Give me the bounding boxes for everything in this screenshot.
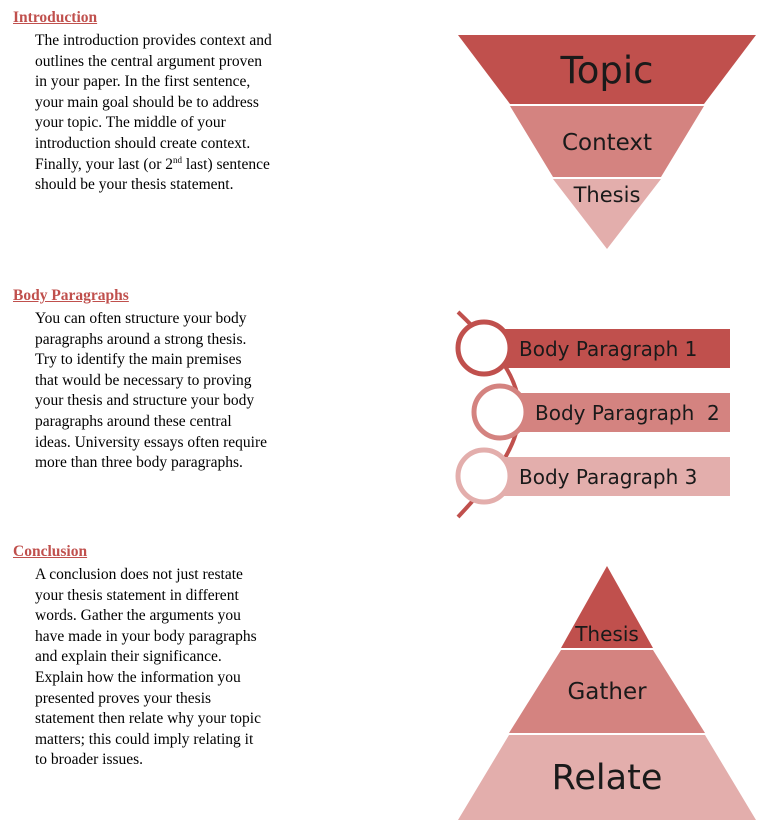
introduction-funnel: Topic Context Thesis bbox=[458, 35, 756, 249]
body-paragraphs-section: Body Paragraphs You can often structure … bbox=[13, 287, 343, 474]
body-paragraph-list: Body Paragraph 1 Body Paragraph 2 Body P… bbox=[455, 310, 730, 519]
funnel-context-layer bbox=[510, 106, 704, 177]
introduction-section: Introduction The introduction provides c… bbox=[13, 9, 343, 196]
introduction-line: your topic. The middle of your bbox=[35, 114, 226, 132]
introduction-line: in your paper. In the first sentence, bbox=[35, 73, 251, 91]
body-paragraphs-line: paragraphs around these central bbox=[35, 412, 232, 430]
ordinal-superscript: nd bbox=[173, 154, 183, 165]
body-paragraph-label-2: Body Paragraph 2 bbox=[535, 401, 720, 425]
body-paragraph-label-1: Body Paragraph 1 bbox=[519, 337, 697, 361]
body-paragraphs-text: You can often structure your body paragr… bbox=[35, 309, 343, 474]
conclusion-line: to broader issues. bbox=[35, 751, 144, 769]
pyramid-gather-label: Gather bbox=[567, 679, 647, 705]
conclusion-line: statement then relate why your topic bbox=[35, 710, 261, 728]
body-paragraphs-line: more than three body paragraphs. bbox=[35, 454, 243, 472]
introduction-line: should be your thesis statement. bbox=[35, 176, 234, 194]
conclusion-line: A conclusion does not just restate bbox=[35, 566, 243, 583]
conclusion-pyramid: Thesis Gather Relate bbox=[458, 566, 756, 820]
body-paragraph-label-3: Body Paragraph 3 bbox=[519, 465, 697, 489]
body-paragraphs-line: ideas. University essays often require bbox=[35, 433, 268, 451]
body-paragraph-bar-2 bbox=[503, 393, 730, 432]
pyramid-thesis-layer bbox=[561, 566, 653, 648]
pyramid-relate-layer bbox=[458, 735, 756, 820]
conclusion-line: your thesis statement in different bbox=[35, 586, 239, 604]
introduction-line: The introduction provides context and bbox=[35, 32, 272, 49]
pyramid-thesis-label: Thesis bbox=[574, 622, 639, 646]
conclusion-text: A conclusion does not just restate your … bbox=[35, 565, 343, 771]
funnel-topic-layer bbox=[458, 35, 756, 104]
body-paragraphs-line: your thesis and structure your body bbox=[35, 392, 255, 410]
conclusion-line: Explain how the information you bbox=[35, 668, 241, 686]
pyramid-relate-label: Relate bbox=[552, 758, 663, 798]
introduction-line: outlines the central argument proven bbox=[35, 52, 262, 70]
funnel-thesis-label: Thesis bbox=[573, 183, 641, 207]
funnel-context-label: Context bbox=[562, 130, 652, 156]
conclusion-line: matters; this could imply relating it bbox=[35, 730, 254, 748]
conclusion-heading: Conclusion bbox=[13, 543, 88, 560]
pyramid-gather-layer bbox=[509, 650, 705, 733]
body-paragraph-bullet-1 bbox=[455, 319, 513, 377]
introduction-line: Finally, your last (or 2nd last) sentenc… bbox=[35, 155, 343, 176]
funnel-thesis-layer bbox=[553, 179, 661, 249]
body-paragraph-bar-3 bbox=[486, 457, 730, 496]
body-paragraphs-line: Try to identify the main premises bbox=[35, 351, 242, 369]
body-paragraphs-heading: Body Paragraphs bbox=[13, 287, 129, 304]
introduction-heading: Introduction bbox=[13, 9, 98, 26]
body-paragraph-bullet-3 bbox=[455, 447, 513, 505]
conclusion-line: words. Gather the arguments you bbox=[35, 607, 241, 625]
body-paragraph-bullet-2 bbox=[471, 383, 529, 441]
introduction-line: introduction should create context. bbox=[35, 134, 251, 152]
introduction-line-part: last) sentence bbox=[182, 155, 270, 173]
body-paragraph-bar-1 bbox=[486, 329, 730, 368]
funnel-topic-label: Topic bbox=[559, 49, 653, 92]
introduction-line: your main goal should be to address bbox=[35, 93, 259, 111]
body-paragraphs-line: that would be necessary to proving bbox=[35, 371, 252, 389]
conclusion-line: have made in your body paragraphs bbox=[35, 627, 257, 645]
conclusion-line: presented proves your thesis bbox=[35, 689, 212, 707]
body-paragraphs-line: paragraphs around a strong thesis. bbox=[35, 330, 247, 348]
conclusion-section: Conclusion A conclusion does not just re… bbox=[13, 543, 343, 771]
introduction-line-part: Finally, your last (or 2 bbox=[35, 155, 174, 173]
conclusion-line: and explain their significance. bbox=[35, 648, 222, 666]
body-paragraphs-line: You can often structure your body bbox=[35, 310, 247, 327]
introduction-text: The introduction provides context and ou… bbox=[35, 31, 343, 196]
